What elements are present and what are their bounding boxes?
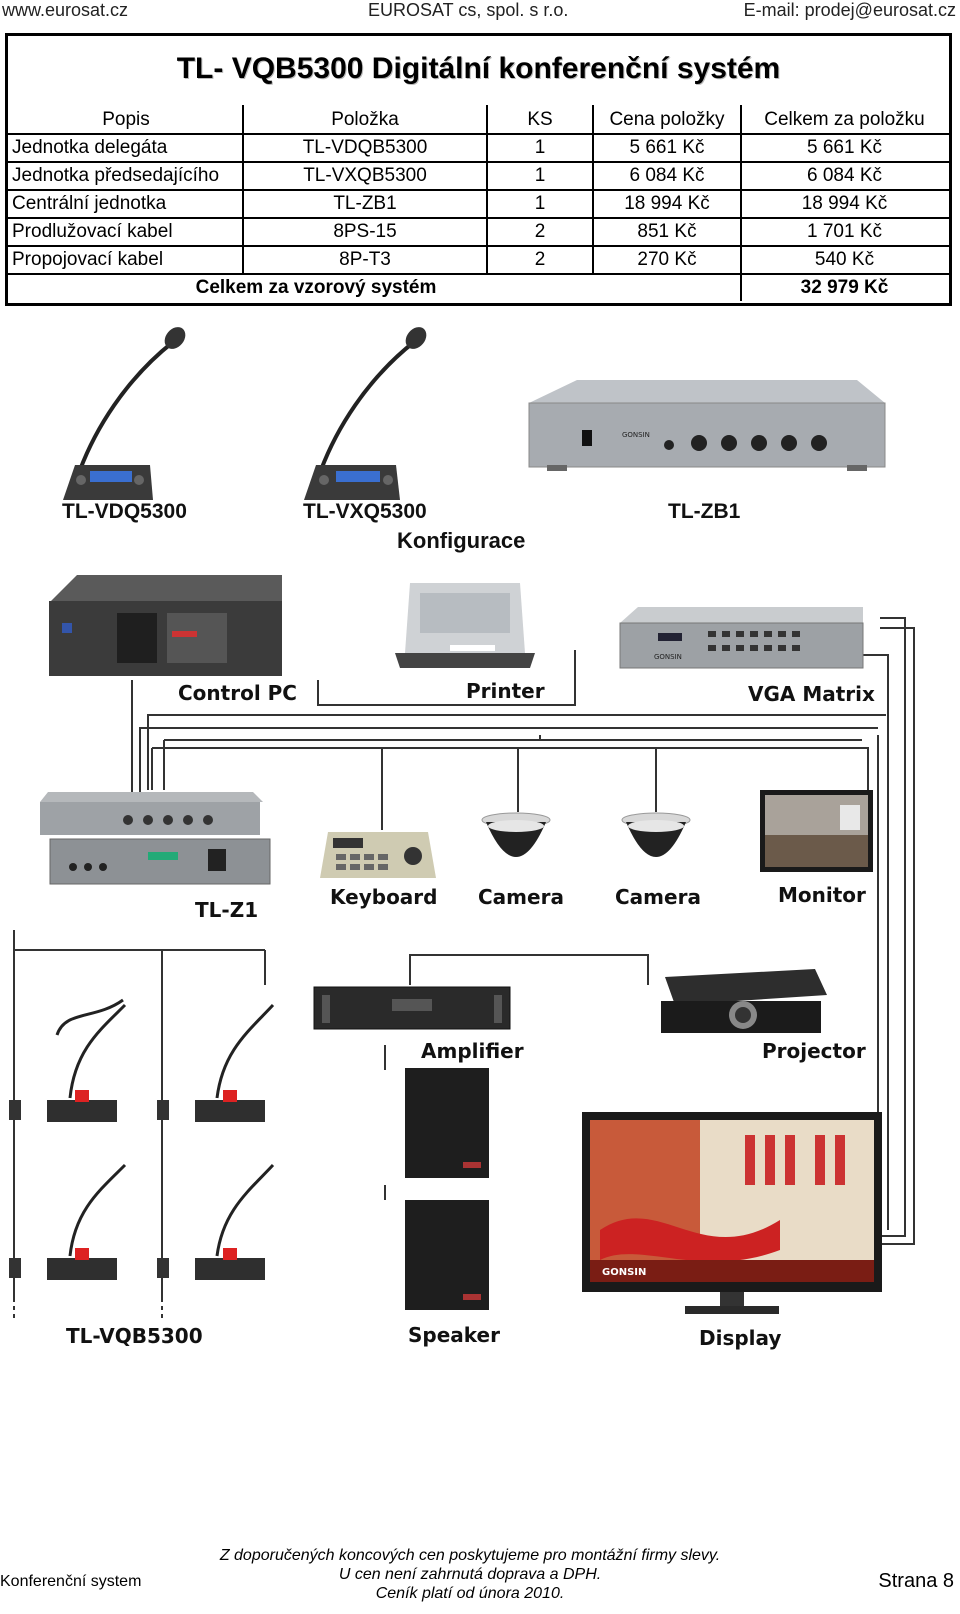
monitor-image <box>760 790 873 872</box>
cell-cena: 6 084 Kč <box>592 161 742 191</box>
cell-celkem: 6 084 Kč <box>740 161 949 191</box>
projector-label: Projector <box>762 1039 866 1063</box>
amplifier-label: Amplifier <box>421 1039 524 1063</box>
tl-z1-image <box>40 792 271 885</box>
col-header: KS <box>486 105 594 135</box>
delegate-unit-image <box>63 327 186 500</box>
delegate-label: TL-VDQ5300 <box>62 500 187 523</box>
cell-ks: 2 <box>486 245 594 275</box>
display-brand: GONSIN <box>602 1267 646 1278</box>
price-box: TL- VQB5300 Digitální konferenční systém… <box>5 33 952 306</box>
speaker-label: Speaker <box>408 1323 500 1347</box>
table-total-row: Celkem za vzorový systém 32 979 Kč <box>8 273 949 301</box>
price-table: Popis Položka KS Cena položky Celkem za … <box>8 105 949 301</box>
config-title: Konfigurace <box>397 528 526 553</box>
page-number: Strana 8 <box>878 1570 954 1592</box>
cell-ks: 1 <box>486 161 594 191</box>
display-image: GONSIN <box>582 1112 882 1314</box>
camera1-image <box>481 812 551 857</box>
chairman-unit-image <box>304 327 427 500</box>
projector-image <box>661 969 827 1033</box>
cell-ks: 1 <box>486 133 594 163</box>
cell-ks: 2 <box>486 217 594 247</box>
speaker2-image <box>405 1200 489 1310</box>
footer-note-line: Z doporučených koncových cen poskytujeme… <box>219 1547 721 1564</box>
cell-polozka: TL-VXQB5300 <box>242 161 488 191</box>
camera2-label: Camera <box>615 885 701 909</box>
cell-cena: 851 Kč <box>592 217 742 247</box>
cell-cena: 5 661 Kč <box>592 133 742 163</box>
page-title: TL- VQB5300 Digitální konferenční systém <box>176 52 781 85</box>
footer-note: Z doporučených koncových cen poskytujeme… <box>200 1546 740 1603</box>
units-label: TL-VQB5300 <box>66 1324 203 1348</box>
cell-ks: 1 <box>486 189 594 219</box>
camera1-label: Camera <box>478 885 564 909</box>
footer-note-line: U cen není zahrnutá doprava a DPH. <box>338 1566 602 1583</box>
amplifier-image <box>313 986 511 1030</box>
footer-left: Konferenční system <box>0 1573 142 1590</box>
cell-polozka: 8P-T3 <box>242 245 488 275</box>
header-email: E-mail: prodej@eurosat.cz <box>743 0 956 20</box>
cell-cena: 270 Kč <box>592 245 742 275</box>
header-website: www.eurosat.cz <box>2 0 129 20</box>
vga-matrix-image: GONSIN <box>619 607 864 669</box>
central-unit-image: GONSIN <box>528 380 886 471</box>
cell-polozka: 8PS-15 <box>242 217 488 247</box>
table-row: Prodlužovací kabel 8PS-15 2 851 Kč 1 701… <box>8 217 949 247</box>
monitor-label: Monitor <box>778 883 866 907</box>
cell-polozka: TL-VDQB5300 <box>242 133 488 163</box>
col-header: Cena položky <box>592 105 742 135</box>
camera2-image <box>621 812 691 857</box>
cell-celkem: 540 Kč <box>740 245 949 275</box>
cell-celkem: 18 994 Kč <box>740 189 949 219</box>
vga-brand: GONSIN <box>654 653 682 661</box>
cell-popis: Prodlužovací kabel <box>8 217 244 247</box>
table-header-row: Popis Položka KS Cena položky Celkem za … <box>8 105 949 135</box>
control-pc-image <box>49 575 282 676</box>
printer-image <box>395 583 535 668</box>
total-value: 32 979 Kč <box>740 273 949 301</box>
chairman-label: TL-VXQ5300 <box>303 500 427 523</box>
display-label: Display <box>699 1326 782 1350</box>
speaker1-image <box>405 1068 489 1178</box>
printer-label: Printer <box>466 679 545 703</box>
cell-popis: Centrální jednotka <box>8 189 244 219</box>
central-brand: GONSIN <box>622 431 650 439</box>
table-row: Jednotka delegáta TL-VDQB5300 1 5 661 Kč… <box>8 133 949 163</box>
cell-celkem: 5 661 Kč <box>740 133 949 163</box>
header-company: EUROSAT cs, spol. s r.o. <box>368 0 569 20</box>
cell-celkem: 1 701 Kč <box>740 217 949 247</box>
total-label: Celkem za vzorový systém <box>8 273 742 301</box>
control-pc-label: Control PC <box>178 681 297 705</box>
cell-popis: Jednotka delegáta <box>8 133 244 163</box>
cell-polozka: TL-ZB1 <box>242 189 488 219</box>
keyboard-label: Keyboard <box>330 885 438 909</box>
tl-z1-label: TL-Z1 <box>195 898 259 922</box>
cell-cena: 18 994 Kč <box>592 189 742 219</box>
keyboard-image <box>320 832 436 878</box>
central-label: TL-ZB1 <box>668 500 741 523</box>
units-image <box>9 998 275 1280</box>
col-header: Celkem za položku <box>740 105 949 135</box>
footer-note-line: Ceník platí od února 2010. <box>375 1585 565 1602</box>
table-row: Propojovací kabel 8P-T3 2 270 Kč 540 Kč <box>8 245 949 275</box>
cell-popis: Propojovací kabel <box>8 245 244 275</box>
table-row: Centrální jednotka TL-ZB1 1 18 994 Kč 18… <box>8 189 949 219</box>
table-row: Jednotka předsedajícího TL-VXQB5300 1 6 … <box>8 161 949 191</box>
col-header: Položka <box>242 105 488 135</box>
vga-matrix-label: VGA Matrix <box>748 682 875 706</box>
col-header: Popis <box>8 105 244 135</box>
cell-popis: Jednotka předsedajícího <box>8 161 244 191</box>
